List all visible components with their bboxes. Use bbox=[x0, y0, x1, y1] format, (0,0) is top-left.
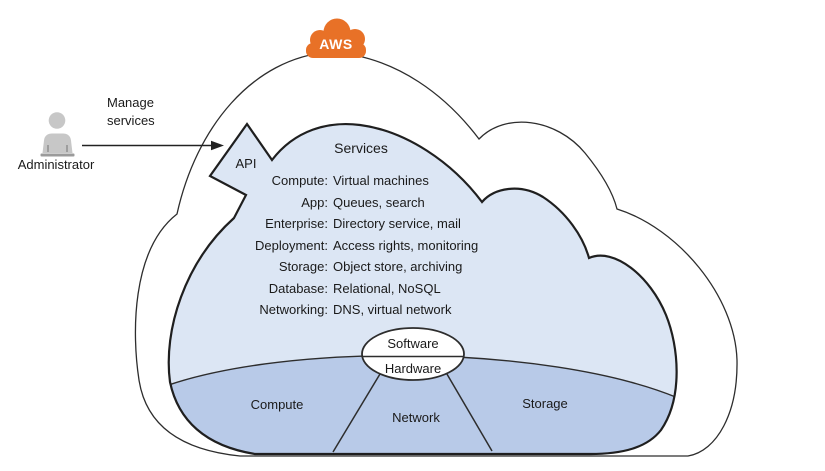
services-cloud-outline bbox=[167, 122, 678, 456]
service-value: Directory service, mail bbox=[333, 216, 461, 231]
administrator-label: Administrator bbox=[17, 157, 95, 172]
software-hardware-ellipse bbox=[361, 327, 465, 381]
services-list: Compute: Virtual machines App: Queues, s… bbox=[228, 170, 478, 321]
network-section-label: Network bbox=[392, 410, 440, 425]
compute-section-label: Compute bbox=[250, 397, 304, 412]
service-value: Access rights, monitoring bbox=[333, 237, 479, 253]
manage-services-label: Manage services bbox=[107, 95, 155, 128]
service-category: App: bbox=[301, 194, 328, 210]
service-value: Object store, archiving bbox=[333, 259, 463, 274]
aws-logo-cloud bbox=[306, 18, 366, 58]
service-value: Queues, search bbox=[333, 194, 425, 210]
service-category: Storage: bbox=[278, 259, 328, 274]
service-category: Enterprise: bbox=[265, 216, 328, 231]
administrator-icon bbox=[40, 112, 75, 157]
software-label: Software bbox=[387, 336, 439, 351]
service-value: Relational, NoSQL bbox=[333, 280, 441, 296]
manage-services-arrow bbox=[82, 140, 224, 151]
storage-section-label: Storage bbox=[522, 396, 568, 411]
api-label: API bbox=[235, 156, 257, 171]
service-value: DNS, virtual network bbox=[333, 302, 452, 317]
services-title: Services bbox=[334, 140, 388, 156]
service-category: Networking: bbox=[259, 302, 328, 317]
hardware-band bbox=[168, 355, 677, 454]
service-category: Compute: bbox=[271, 173, 328, 188]
network-storage-divider bbox=[443, 368, 493, 452]
service-value: Virtual machines bbox=[333, 173, 429, 188]
compute-network-divider bbox=[332, 368, 384, 453]
hardware-label: Hardware bbox=[384, 361, 442, 376]
service-category: Database: bbox=[268, 280, 328, 296]
service-category: Deployment: bbox=[255, 237, 328, 253]
aws-badge-label: AWS bbox=[319, 36, 353, 52]
